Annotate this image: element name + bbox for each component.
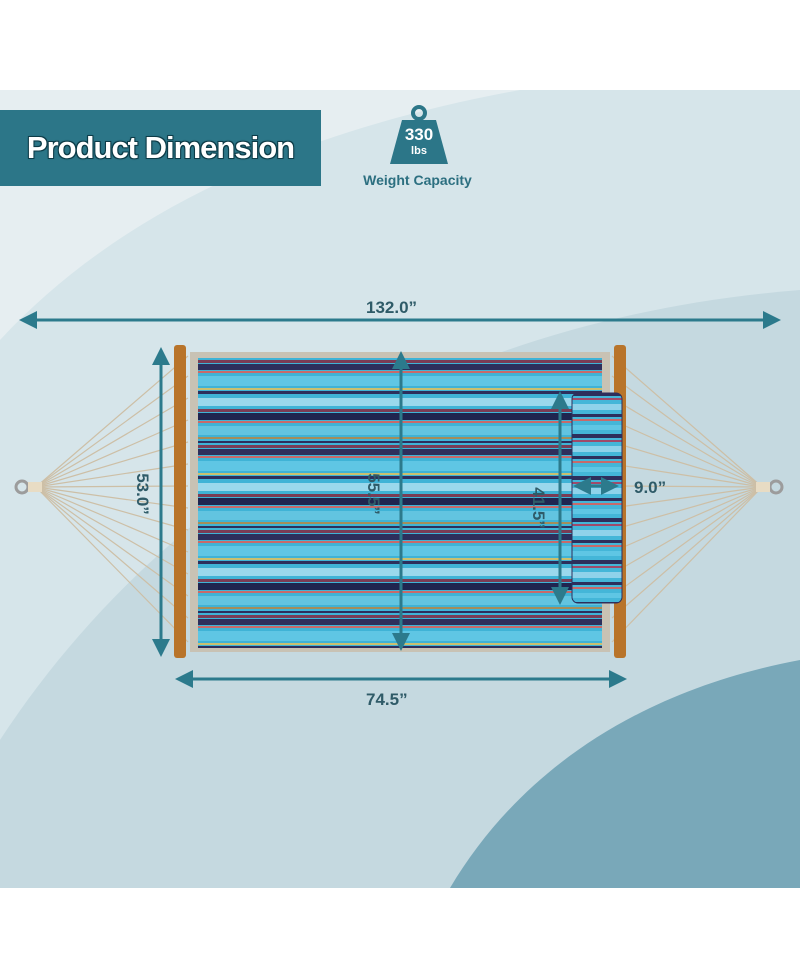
dimension-arrows (19, 311, 781, 688)
left-hanging-ring (14, 479, 42, 495)
weight-icon (390, 105, 448, 164)
title-banner: Product Dimension (0, 110, 321, 186)
pillow (571, 392, 623, 604)
spreader-length-label: 74.5” (366, 690, 408, 709)
pillow-width-label: 9.0” (634, 478, 667, 497)
left-ropes (35, 355, 189, 643)
weight-value: 330 (404, 125, 434, 144)
page-title: Product Dimension (26, 130, 295, 165)
weight-caption: Weight Capacity (363, 172, 472, 188)
bed-width-label: 53.0” (132, 473, 152, 515)
weight-unit: lbs (411, 145, 427, 157)
left-spreader-bar (174, 345, 186, 658)
right-ropes (611, 355, 763, 643)
bed-length-label: 55.5” (363, 473, 383, 515)
pillow-length-label: 41.5” (528, 487, 548, 529)
total-length-label: 132.0” (366, 298, 418, 317)
right-hanging-ring (756, 479, 784, 495)
